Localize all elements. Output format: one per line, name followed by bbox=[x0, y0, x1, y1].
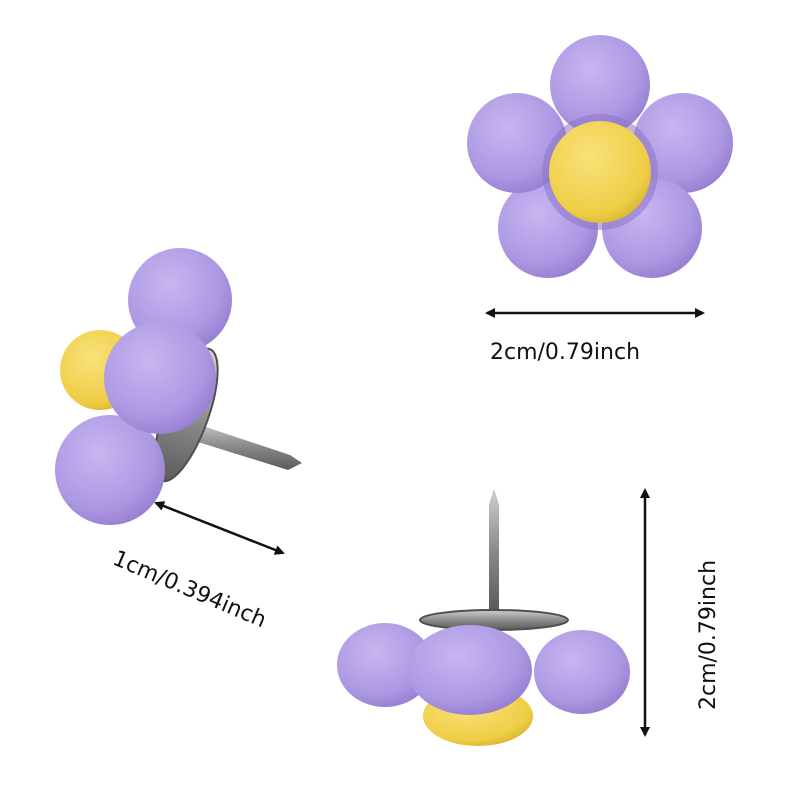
flower-center bbox=[549, 121, 651, 223]
pin-needle bbox=[489, 488, 499, 610]
pin-base-disc bbox=[419, 609, 569, 631]
pin-needle bbox=[182, 420, 302, 470]
flower-top-view bbox=[467, 35, 733, 278]
flower-side-view bbox=[55, 248, 302, 525]
flower-petals bbox=[467, 35, 733, 278]
bottom-height-label: 2cm/0.79inch bbox=[696, 559, 721, 710]
flower-bottom-view bbox=[337, 488, 630, 746]
double-arrow-icon bbox=[154, 501, 285, 555]
top-width-label: 2cm/0.79inch bbox=[490, 340, 641, 365]
